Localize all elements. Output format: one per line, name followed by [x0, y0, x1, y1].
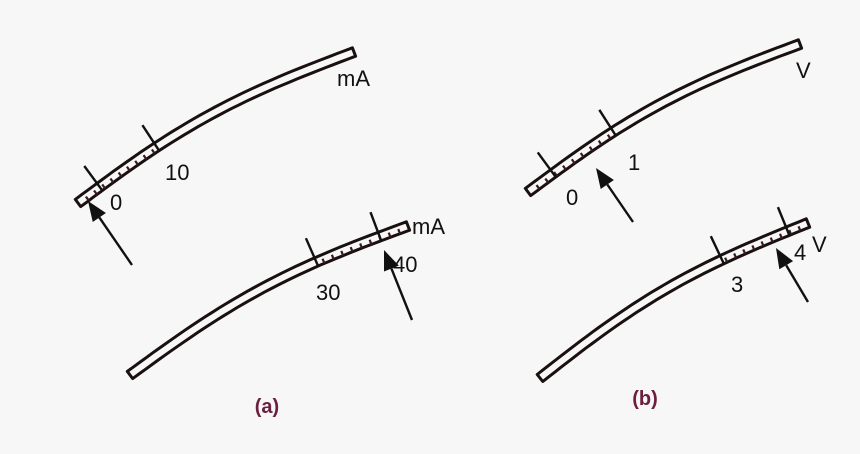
major-tick: [598, 109, 617, 137]
minor-tick: [117, 171, 123, 178]
minor-tick: [733, 253, 738, 259]
scale-band: [535, 217, 812, 383]
minor-tick: [109, 177, 115, 184]
minor-tick: [359, 243, 363, 249]
major-tick: [709, 235, 725, 265]
major-tick: [369, 211, 383, 242]
minor-tick: [330, 254, 335, 260]
minor-tick: [553, 171, 558, 177]
major-tick: [536, 151, 557, 178]
minor-tick: [597, 140, 603, 146]
tick-label-4: 4: [794, 240, 806, 265]
scale-band: [125, 220, 412, 381]
pointer-arrow-shaft: [606, 183, 634, 223]
scale-band: [73, 46, 358, 209]
minor-tick: [588, 146, 594, 152]
tick-label-10: 10: [165, 160, 189, 185]
minor-tick: [125, 165, 131, 172]
major-tick: [304, 237, 320, 267]
minor-tick: [321, 258, 326, 264]
minor-tick: [142, 154, 148, 160]
minor-tick: [151, 148, 156, 155]
pointer-arrow-icon: [88, 201, 106, 223]
pointer-arrow-shaft: [390, 268, 414, 321]
pointer-arrow-shaft: [785, 264, 810, 303]
minor-tick: [101, 183, 107, 190]
major-tick: [83, 165, 104, 192]
tick-label-30: 30: [316, 280, 340, 305]
minor-tick: [760, 241, 765, 247]
minor-tick: [724, 257, 729, 263]
minor-tick: [788, 229, 793, 236]
minor-tick: [349, 246, 354, 253]
unit-label: mA: [412, 214, 445, 239]
minor-tick: [769, 237, 774, 243]
minor-tick: [387, 232, 392, 238]
tick-label-3: 3: [731, 272, 743, 297]
pointer-arrow-icon: [776, 248, 794, 270]
minor-tick: [134, 160, 139, 166]
major-tick: [141, 124, 161, 152]
tick-label-1: 1: [628, 150, 640, 175]
minor-tick: [397, 228, 402, 235]
meter-scale-a-top: 0 10 mA: [73, 46, 370, 266]
minor-tick: [535, 184, 541, 190]
minor-tick: [544, 177, 550, 184]
minor-tick: [570, 158, 576, 164]
unit-label: V: [812, 232, 827, 257]
minor-tick: [84, 195, 90, 202]
minor-tick: [340, 250, 345, 256]
meter-scale-b-top: 0 1 V: [523, 38, 811, 223]
minor-tick: [579, 152, 585, 158]
pointer-arrow-icon: [596, 168, 614, 190]
minor-tick: [93, 189, 98, 196]
unit-label: mA: [337, 66, 370, 91]
major-tick: [776, 206, 791, 236]
unit-label: V: [796, 58, 811, 83]
minor-tick: [778, 233, 783, 239]
minor-tick: [606, 134, 612, 140]
minor-tick: [751, 244, 756, 251]
minor-tick: [562, 164, 567, 171]
panel-label-a: (a): [255, 396, 279, 418]
pointer-arrow-shaft: [98, 216, 133, 266]
minor-tick: [742, 248, 747, 255]
tick-label-0: 0: [110, 190, 122, 215]
scale-band: [523, 38, 804, 198]
panel-label-b: (b): [632, 388, 658, 410]
minor-tick: [797, 225, 802, 232]
pointer-arrow-icon: [384, 250, 399, 272]
tick-label-0: 0: [566, 185, 578, 210]
minor-tick: [368, 239, 373, 245]
